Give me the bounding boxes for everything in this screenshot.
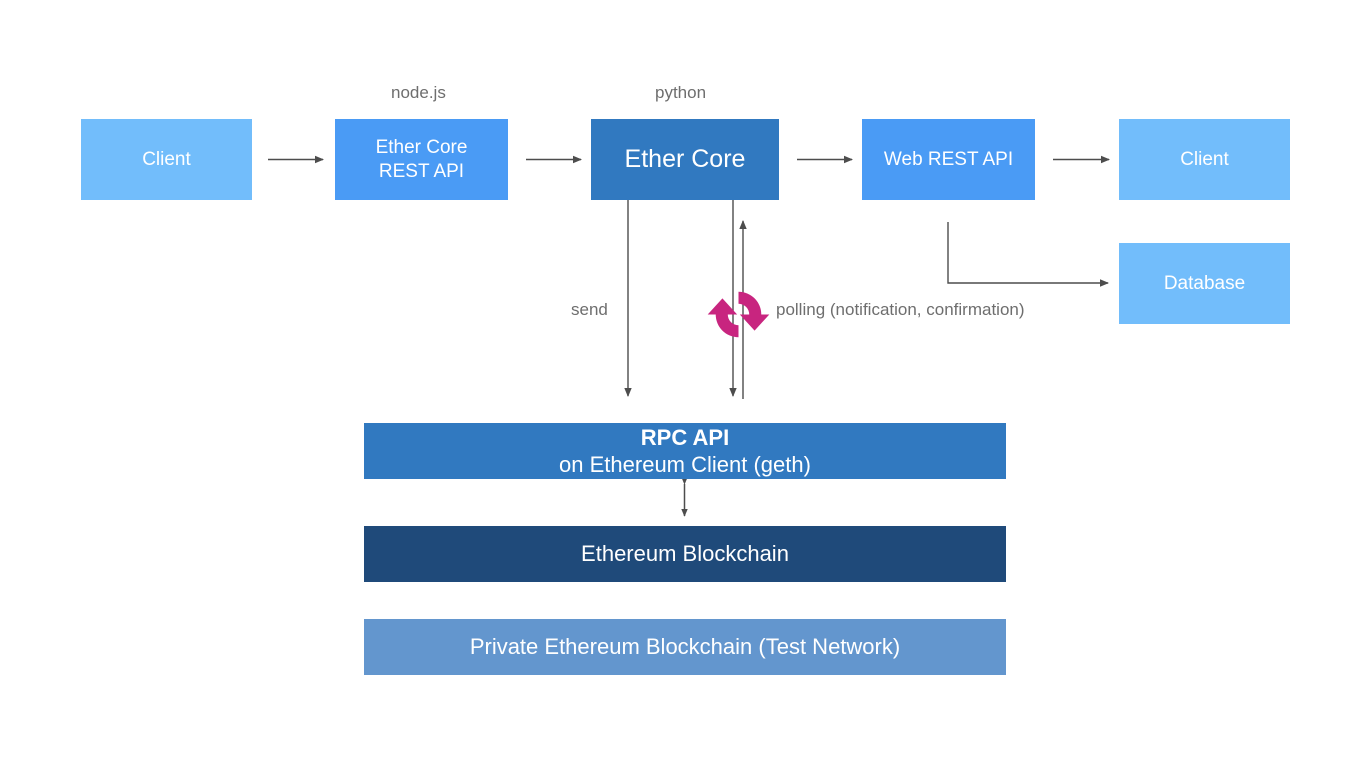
node-client-left-label: Client bbox=[142, 148, 191, 170]
node-private-blockchain[interactable]: Private Ethereum Blockchain (Test Networ… bbox=[364, 619, 1006, 675]
node-rpc-api-label: RPC API on Ethereum Client (geth) bbox=[559, 424, 811, 479]
arrow-webrestapi-to-database bbox=[947, 222, 1109, 287]
label-python: python bbox=[655, 83, 707, 102]
label-send: send bbox=[571, 300, 608, 319]
label-node-js: node.js bbox=[391, 83, 446, 102]
label-polling: polling (notification, confirmation) bbox=[776, 300, 1025, 319]
node-database[interactable]: Database bbox=[1119, 243, 1290, 324]
node-rpc-api-label-bold: RPC API bbox=[640, 424, 730, 450]
node-web-rest-api-label: Web REST API bbox=[883, 148, 1014, 170]
node-ethereum-blockchain[interactable]: Ethereum Blockchain bbox=[364, 526, 1006, 582]
node-client-right-label: Client bbox=[1180, 148, 1229, 170]
node-web-rest-api[interactable]: Web REST API bbox=[862, 119, 1035, 200]
refresh-loop-icon bbox=[707, 291, 770, 338]
node-client-right[interactable]: Client bbox=[1119, 119, 1290, 200]
node-ethereum-blockchain-label: Ethereum Blockchain bbox=[581, 541, 789, 567]
node-ether-core-label: Ether Core bbox=[624, 144, 746, 173]
node-ether-core-rest-api[interactable]: Ether Core REST API bbox=[335, 119, 508, 200]
node-ether-core-rest-api-label-line2: REST API bbox=[378, 160, 465, 182]
node-database-label: Database bbox=[1163, 272, 1246, 294]
node-rpc-api[interactable]: RPC API on Ethereum Client (geth) bbox=[364, 423, 1006, 479]
node-rpc-api-label-rest: on Ethereum Client (geth) bbox=[559, 452, 811, 477]
node-private-blockchain-label: Private Ethereum Blockchain (Test Networ… bbox=[469, 634, 901, 660]
node-client-left[interactable]: Client bbox=[81, 119, 252, 200]
node-ether-core[interactable]: Ether Core bbox=[591, 119, 779, 200]
node-ether-core-rest-api-label-line1: Ether Core bbox=[375, 136, 468, 158]
